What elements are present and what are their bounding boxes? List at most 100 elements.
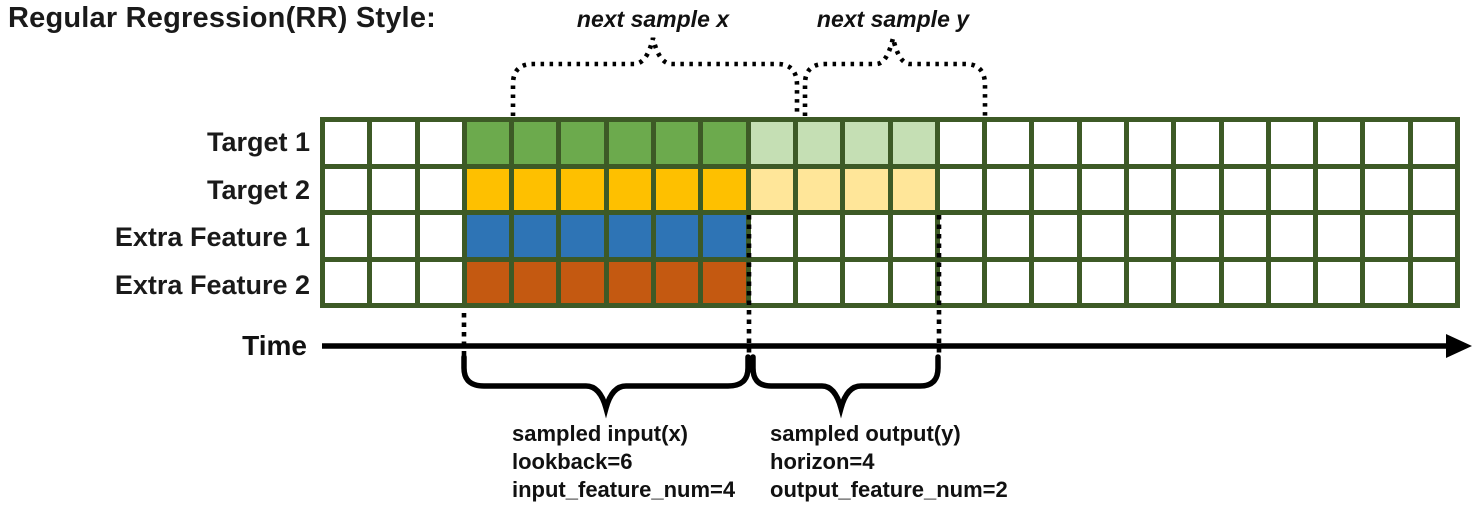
grid-cell [750, 168, 793, 210]
grid-cell [656, 261, 699, 303]
grid-cell [561, 122, 604, 164]
grid-cell [372, 168, 415, 210]
grid-cell [325, 215, 368, 257]
grid-cell [419, 261, 462, 303]
grid-cell [703, 168, 746, 210]
grid-cell [1034, 168, 1077, 210]
grid-cell [750, 215, 793, 257]
diagram-title: Regular Regression(RR) Style: [8, 2, 436, 34]
row-label-extra-feature-2: Extra Feature 2 [114, 270, 310, 300]
grid-cell [466, 122, 510, 164]
grid-cell [561, 215, 604, 257]
grid-cell [703, 122, 746, 164]
grid-cell [1034, 215, 1077, 257]
grid-cell [1270, 168, 1314, 210]
grid-cell [987, 261, 1030, 303]
sample-grid [320, 117, 1460, 308]
grid-cell [1318, 261, 1361, 303]
grid-cell [1034, 261, 1077, 303]
grid-cell [1081, 261, 1124, 303]
output-feature-num-value: output_feature_num=2 [770, 477, 1008, 502]
next-sample-y-brace [802, 37, 988, 116]
input-feature-num-value: input_feature_num=4 [512, 477, 736, 502]
row-label-target-2: Target 2 [206, 175, 310, 205]
lookback-value: lookback=6 [512, 449, 633, 474]
sampled-input-brace [461, 354, 751, 419]
grid-cell [1128, 122, 1172, 164]
grid-cell [1081, 215, 1124, 257]
time-arrow-head [1446, 334, 1472, 358]
sampled-output-title: sampled output(y) [770, 421, 961, 446]
grid-cell [1223, 215, 1266, 257]
grid-cell [845, 215, 888, 257]
grid-cell [1365, 122, 1408, 164]
grid-cell [656, 168, 699, 210]
grid-cell [608, 122, 652, 164]
grid-cell [419, 122, 462, 164]
grid-cell [325, 168, 368, 210]
grid-cell [1223, 122, 1266, 164]
grid-cell [1034, 122, 1077, 164]
grid-cell [1081, 122, 1124, 164]
grid-cell [372, 122, 415, 164]
horizon-value: horizon=4 [770, 449, 875, 474]
grid-cell [703, 215, 746, 257]
next-sample-x-label: next sample x [576, 6, 730, 32]
grid-cell [325, 261, 368, 303]
grid-cell [703, 261, 746, 303]
grid-cell [1270, 215, 1314, 257]
grid-cell [797, 261, 841, 303]
grid-cell [1081, 168, 1124, 210]
grid-cell [325, 122, 368, 164]
grid-cell [1128, 261, 1172, 303]
grid-cell [1412, 261, 1455, 303]
grid-cell [1412, 168, 1455, 210]
grid-cell [608, 261, 652, 303]
grid-cell [939, 215, 983, 257]
grid-cell [514, 215, 557, 257]
grid-cell [561, 168, 604, 210]
grid-cell [1318, 168, 1361, 210]
grid-cell [561, 261, 604, 303]
grid-cell [656, 215, 699, 257]
grid-cell [1223, 168, 1266, 210]
grid-cell [750, 122, 793, 164]
next-sample-y-label: next sample y [816, 6, 970, 32]
grid-cell [1223, 261, 1266, 303]
grid-cell [1318, 215, 1361, 257]
grid-cell [608, 215, 652, 257]
grid-cell [845, 122, 888, 164]
grid-cell [372, 261, 415, 303]
time-axis-label: Time [242, 330, 307, 361]
grid-cell [514, 168, 557, 210]
grid-cell [1365, 215, 1408, 257]
grid-cell [797, 122, 841, 164]
grid-cell [1270, 261, 1314, 303]
grid-cell [892, 215, 935, 257]
grid-cell [466, 215, 510, 257]
grid-cell [987, 215, 1030, 257]
row-label-target-1: Target 1 [206, 127, 310, 157]
grid-cell [608, 168, 652, 210]
grid-cell [845, 168, 888, 210]
sampled-input-note: sampled input(x) lookback=6 input_featur… [512, 420, 735, 504]
grid-cell [372, 215, 415, 257]
grid-cell [1176, 122, 1219, 164]
grid-cell [1176, 215, 1219, 257]
next-sample-x-brace [510, 37, 800, 116]
grid-cell [939, 261, 983, 303]
grid-cell [514, 261, 557, 303]
grid-cell [750, 261, 793, 303]
grid-cell [797, 168, 841, 210]
grid-cell [466, 168, 510, 210]
grid-cell [1176, 261, 1219, 303]
grid-cell [1128, 215, 1172, 257]
grid-cell [939, 168, 983, 210]
grid-cell [419, 215, 462, 257]
grid-cell [892, 261, 935, 303]
sampled-input-title: sampled input(x) [512, 421, 689, 446]
grid-cell [845, 261, 888, 303]
grid-cell [892, 122, 935, 164]
grid-cell [892, 168, 935, 210]
grid-cell [1365, 168, 1408, 210]
